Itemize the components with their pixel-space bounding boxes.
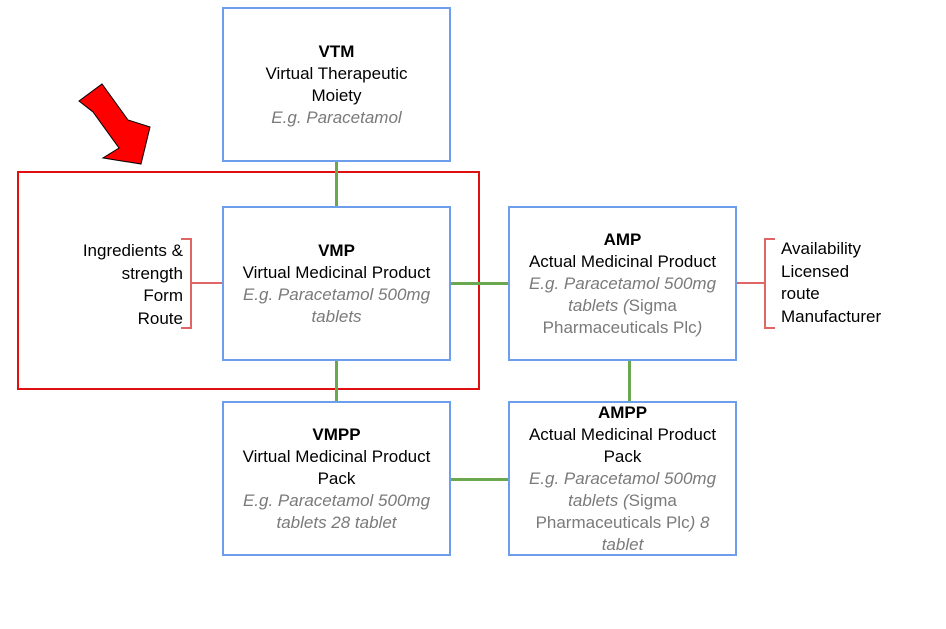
amp-example-line-2: tablets (Sigma [568, 295, 677, 317]
amp-attribute-2: Licensed [781, 261, 850, 281]
vmp-highlight-frame [17, 171, 480, 390]
vmp-bracket-stem [190, 282, 222, 284]
connector-vmp-vmpp [335, 360, 338, 402]
vmp-attribute-2: strength [121, 263, 183, 283]
amp-attributes: Availability Licensed route Manufacturer [781, 238, 881, 328]
vmp-bracket-bottom [181, 327, 192, 329]
amp-example-line-3b: ) [696, 317, 703, 337]
vmp-attribute-1: Ingredients & [82, 241, 183, 260]
amp-example-line-3a: Pharmaceuticals Plc [542, 317, 697, 337]
vmp-bracket-top [181, 238, 192, 240]
amp-bracket-vertical [764, 238, 766, 329]
vtm-box: VTM Virtual Therapeutic Moiety E.g. Para… [222, 7, 451, 162]
vmp-attribute-4: Route [137, 308, 183, 328]
ampp-title: AMPP [597, 402, 648, 422]
ampp-example-line-3a: Pharmaceuticals Plc [535, 512, 690, 532]
ampp-name-line-1: Actual Medicinal Product [528, 424, 717, 444]
vtm-name-line-2: Moiety [311, 85, 362, 105]
vtm-example: E.g. Paracetamol [271, 107, 402, 127]
vmpp-example-line-2: tablets 28 tablet [276, 512, 397, 532]
ampp-name-line-2: Pack [603, 446, 642, 466]
amp-attribute-1: Availability [781, 239, 862, 258]
vmp-attributes: Ingredients & strength Form Route [83, 240, 183, 330]
amp-example-line-3: Pharmaceuticals Plc) [543, 317, 703, 339]
ampp-example-line-4: tablet [601, 534, 644, 554]
ampp-example-line-3b: ) 8 [689, 512, 710, 532]
vmp-box: VMP Virtual Medicinal Product E.g. Parac… [222, 206, 451, 361]
vmpp-box: VMPP Virtual Medicinal Product Pack E.g.… [222, 401, 451, 556]
ampp-box: AMPP Actual Medicinal Product Pack E.g. … [508, 401, 737, 556]
amp-name: Actual Medicinal Product [528, 251, 717, 271]
amp-title: AMP [603, 229, 642, 249]
vmp-title: VMP [318, 240, 355, 260]
ampp-example-line-3: Pharmaceuticals Plc) 8 [536, 512, 710, 534]
connector-vmp-amp [451, 282, 509, 285]
amp-example-line-2a: tablets ( [568, 295, 629, 315]
amp-attribute-4: Manufacturer [781, 306, 882, 326]
connector-vmpp-ampp [451, 478, 509, 481]
vmp-example-line-2: tablets [311, 306, 362, 326]
amp-attribute-3: route [781, 284, 820, 303]
vtm-title: VTM [318, 41, 355, 61]
amp-bracket-top [764, 238, 775, 240]
amp-example-line-1: E.g. Paracetamol 500mg [528, 273, 717, 293]
amp-bracket-stem [737, 282, 766, 284]
vmp-example-line-1: E.g. Paracetamol 500mg [242, 284, 431, 304]
connector-vtm-vmp [335, 161, 338, 207]
ampp-example-line-2b: Sigma [628, 490, 677, 510]
ampp-example-line-2: tablets (Sigma [568, 490, 677, 512]
vtm-name-line-1: Virtual Therapeutic [265, 63, 408, 83]
vmpp-title: VMPP [312, 424, 361, 444]
vmpp-name-line-2: Pack [317, 468, 356, 488]
vmpp-example-line-1: E.g. Paracetamol 500mg [242, 490, 431, 510]
amp-bracket-bottom [764, 327, 775, 329]
ampp-example-line-2a: tablets ( [568, 490, 629, 510]
vmp-name: Virtual Medicinal Product [242, 262, 431, 282]
ampp-example-line-1: E.g. Paracetamol 500mg [528, 468, 717, 488]
amp-box: AMP Actual Medicinal Product E.g. Parace… [508, 206, 737, 361]
vmp-attribute-3: Form [143, 286, 183, 305]
amp-example-line-2b: Sigma [628, 295, 677, 315]
connector-amp-ampp [628, 360, 631, 402]
vmpp-name-line-1: Virtual Medicinal Product [242, 446, 431, 466]
